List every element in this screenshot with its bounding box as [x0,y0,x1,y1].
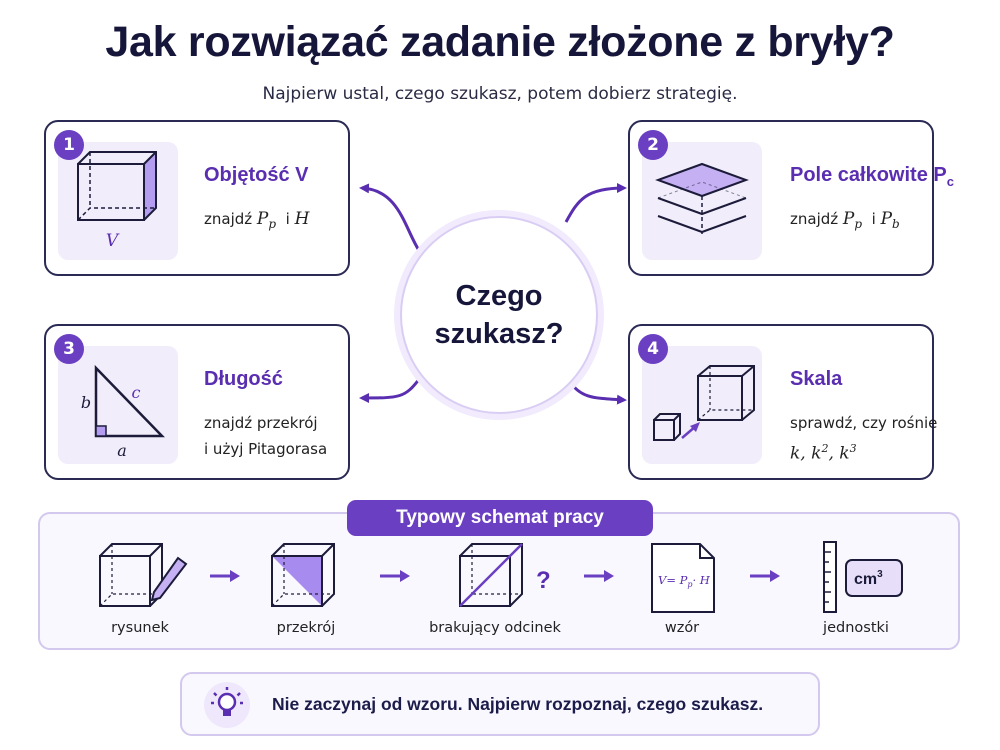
svg-text:V: V [106,231,120,251]
formula-document-icon: V= Pp· H [651,543,715,613]
arrow-right-icon [584,570,614,582]
arrow-right-icon [750,570,780,582]
workflow-step-drawing: rysunek [80,540,200,640]
workflow-step-label: brakujący odcinek [429,620,561,636]
workflow-step-missing-segment: ? brakujący odcinek [420,540,570,640]
arrow-to-card-4 [566,379,627,405]
workflow-step-formula: V= Pp· H wzór [622,540,742,640]
card-volume: 1 V Objętość V znajdź Pp i H [44,120,350,276]
card-scale: 4 Skala sprawdź, czy rośnie k, k2, k3 [628,324,938,480]
card-length: 3 b c a Długość znajdź przekrój i użyj P… [44,324,350,480]
page-subtitle: Najpierw ustal, czego szukasz, potem dob… [262,84,738,104]
tip-banner: Nie zaczynaj od wzoru. Najpierw rozpozna… [180,672,820,736]
card-number-badge: 3 [54,334,84,364]
card-description: znajdź Pp i H [204,209,310,231]
workflow-step-label: przekrój [276,620,336,636]
card-title: Skala [790,368,843,390]
svg-text:c: c [132,383,141,402]
workflow-step-label: jednostki [823,620,889,636]
card-description: znajdź Pp i Pb [790,209,900,231]
svg-text:b: b [81,393,91,412]
arrow-to-card-3 [359,377,422,403]
center-question-circle: Czego szukasz? [400,216,598,414]
workflow-step-section: przekrój [246,540,366,640]
tip-text: Nie zaczynaj od wzoru. Najpierw rozpozna… [272,694,764,714]
workflow-step-label: wzór [664,620,700,636]
arrow-right-icon [210,570,240,582]
cube-section-icon [271,543,335,607]
stacked-layers-icon [655,162,749,234]
card-number-badge: 1 [54,130,84,160]
arrow-to-card-2 [564,183,627,223]
svg-text:cm3: cm3 [854,569,883,588]
card-surface-area: 2 Pole całkowite Pc znajdź Pp i Pb [628,120,954,276]
card-illustration: b c a [58,346,178,464]
workflow-step-label: rysunek [111,620,169,636]
ruler-units-icon: cm3 [823,541,903,613]
lightbulb-icon [204,682,250,728]
scaled-cubes-icon [653,365,755,441]
cube-with-pencil-icon [99,543,188,607]
card-illustration [642,346,762,464]
workflow-step-units: cm3 jednostki [796,540,916,640]
card-number-badge: 4 [638,334,668,364]
card-description: sprawdź, czy rośnie k, k2, k3 [790,414,938,464]
card-title: Objętość V [204,164,309,186]
cube-icon: V [77,151,157,251]
card-title: Pole całkowite Pc [790,164,954,189]
svg-text:a: a [117,441,127,460]
arrow-right-icon [380,570,410,582]
center-question-text: Czego szukasz? [434,280,564,350]
right-triangle-icon: b c a [81,364,165,460]
cube-question-icon: ? [459,543,551,607]
card-illustration: V [58,142,178,260]
page-title: Jak rozwiązać zadanie złożone z bryły? [105,18,895,66]
card-number-badge: 2 [638,130,668,160]
card-title: Długość [204,368,283,390]
svg-text:V= Pp· H: V= Pp· H [658,573,711,589]
svg-text:?: ? [536,567,551,594]
workflow-title: Typowy schemat pracy [347,500,653,536]
card-description: znajdź przekrój i użyj Pitagorasa [204,414,328,458]
arrow-to-card-1 [359,183,422,253]
card-illustration [642,142,762,260]
